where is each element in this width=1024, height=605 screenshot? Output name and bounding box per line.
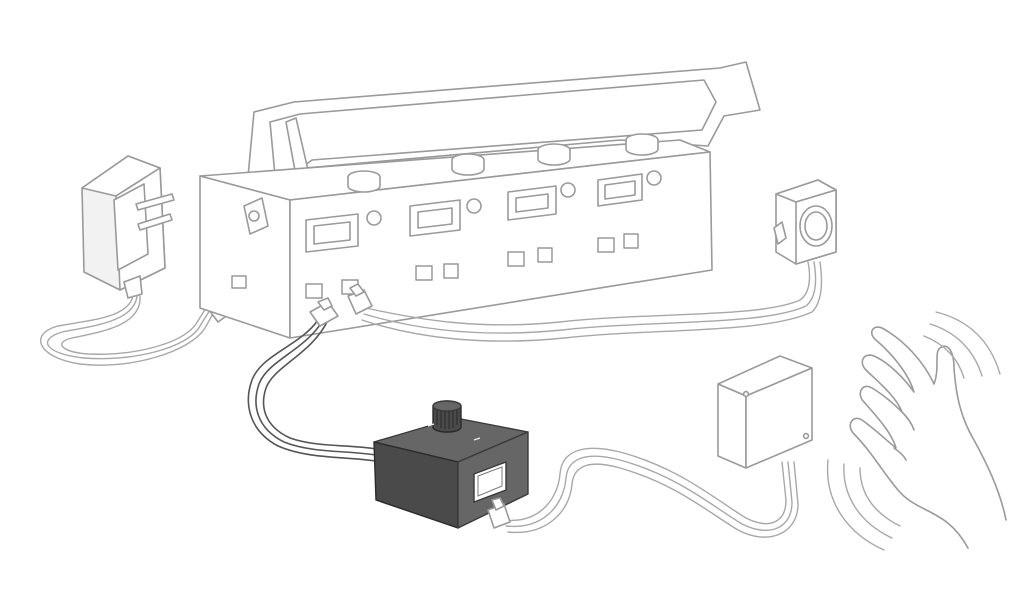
motion-sensor	[717, 355, 813, 469]
dimmer-input-cable	[247, 319, 383, 463]
hand-wave	[826, 311, 1007, 551]
knob-icon	[451, 153, 485, 176]
rj-port-icon	[305, 283, 323, 299]
dimmer-input-connector	[309, 297, 339, 327]
power-jack-icon	[231, 275, 247, 289]
dimmer-output-port	[473, 460, 507, 504]
channel-3	[507, 182, 576, 267]
channel-4	[597, 170, 662, 253]
knob-icon	[347, 170, 381, 193]
rj-port-icon	[443, 263, 459, 279]
sensor-cable-connector	[487, 497, 511, 529]
screw-icon	[802, 432, 810, 440]
dimmer-module	[373, 400, 529, 529]
power-adapter	[81, 155, 175, 299]
lid-knobs	[347, 133, 659, 193]
sensor-cable	[503, 447, 799, 538]
button-cable-connector	[347, 283, 373, 315]
motion-waves-icon	[826, 311, 1001, 551]
knob-icon	[537, 143, 571, 166]
hand-icon	[849, 326, 1007, 549]
rj-port-icon	[597, 237, 615, 253]
rotary-knob-icon	[432, 400, 462, 433]
knob-icon	[625, 133, 659, 156]
rj-port-icon	[537, 247, 553, 263]
channel-1	[305, 210, 382, 299]
button-cable	[361, 261, 823, 342]
rj-port-icon	[623, 233, 639, 249]
screw-icon	[742, 390, 750, 398]
adapter-cable	[40, 295, 215, 366]
channel-2	[409, 198, 482, 281]
push-button	[773, 179, 837, 265]
rj-port-icon	[415, 265, 433, 281]
round-button-icon	[799, 205, 833, 247]
plug-prongs-icon	[135, 193, 175, 231]
rj-port-icon	[507, 251, 525, 267]
control-box	[199, 61, 761, 339]
